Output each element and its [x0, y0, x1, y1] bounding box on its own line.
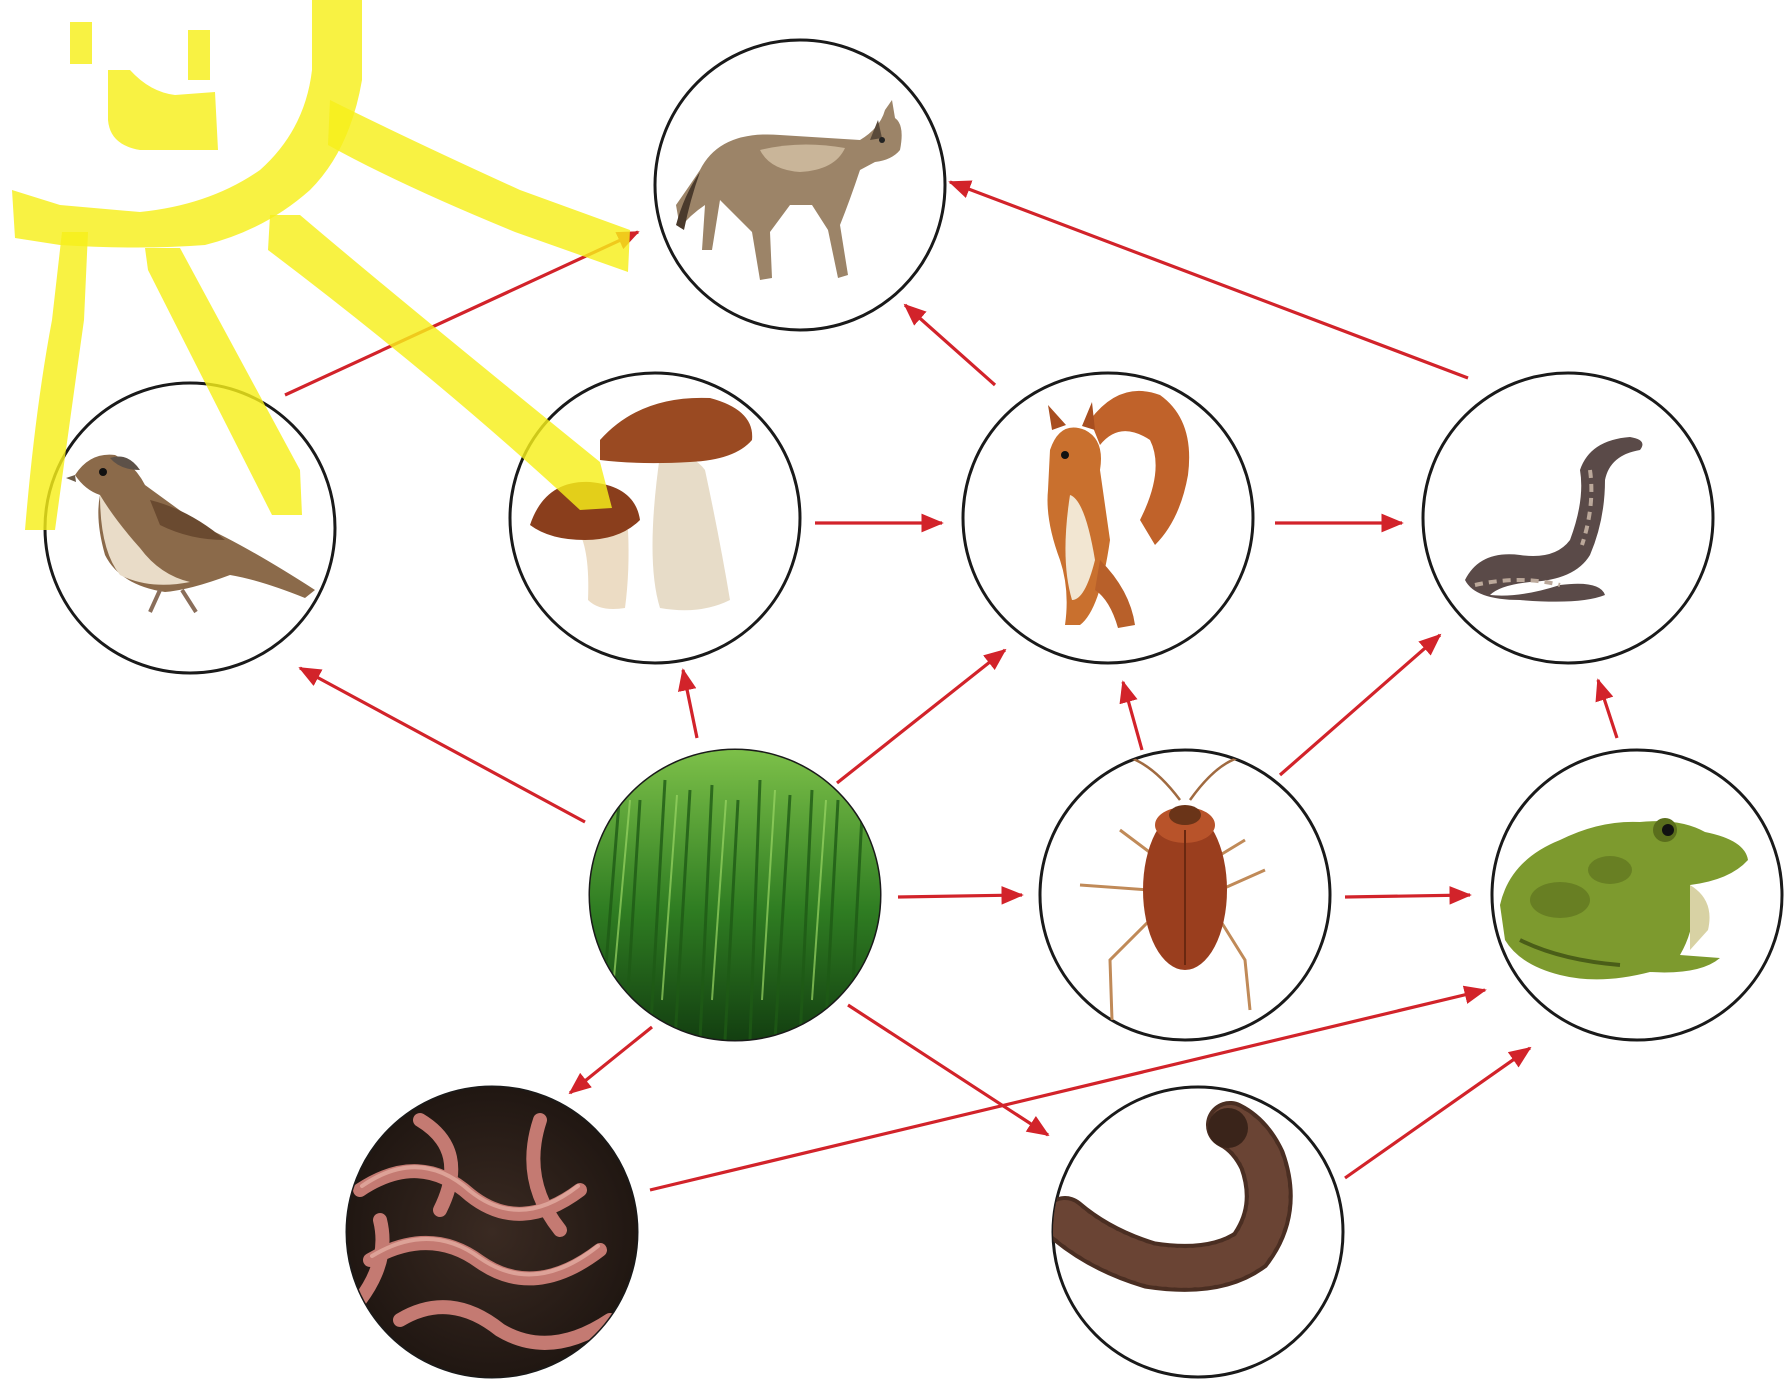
arrow-millipede-to-frog	[1345, 1048, 1530, 1178]
node-cockroach	[1040, 750, 1330, 1040]
node-squirrel	[963, 373, 1253, 663]
arrow-frog-to-snake	[1598, 680, 1617, 738]
food-web-arrows	[285, 182, 1617, 1190]
arrow-snake-to-wolf	[950, 182, 1468, 378]
arrow-squirrel-to-wolf	[905, 305, 995, 385]
arrow-cockroach-to-squirrel	[1123, 682, 1142, 750]
node-sparrow	[45, 383, 335, 673]
node-grass	[585, 745, 885, 1045]
earthworms-icon	[342, 1082, 642, 1382]
arrow-grass-to-cockroach	[898, 895, 1022, 897]
arrow-cockroach-to-frog	[1345, 895, 1470, 897]
arrow-cockroach-to-snake	[1280, 635, 1440, 775]
node-mushrooms	[510, 373, 800, 663]
arrow-grass-to-sparrow	[300, 668, 585, 822]
node-wolf	[655, 40, 945, 330]
node-earthworms	[342, 1082, 642, 1382]
arrow-grass-to-earthworms	[570, 1027, 652, 1093]
arrow-grass-to-mushrooms	[683, 670, 697, 738]
node-frog	[1492, 750, 1782, 1040]
grass-icon	[585, 745, 885, 1045]
arrow-grass-to-millipede	[848, 1005, 1048, 1135]
node-snake	[1423, 373, 1713, 663]
node-millipede	[1053, 1087, 1343, 1377]
arrow-grass-to-squirrel	[837, 650, 1005, 783]
